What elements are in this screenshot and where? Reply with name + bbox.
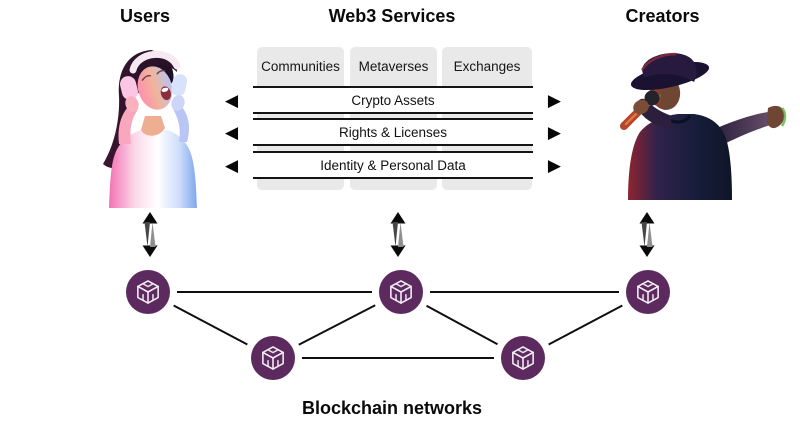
service-bar-label: Rights & Licenses [338,124,448,140]
service-bar-label: Crypto Assets [351,92,435,108]
web3-services-title: Web3 Services [328,6,456,26]
network-edge [173,304,248,346]
blockchain-networks-title: Blockchain networks [301,398,483,418]
right-arrow-icon: ▶ [547,122,561,142]
right-arrow-icon: ▶ [547,90,561,110]
left-arrow-icon: ◀ [225,90,239,110]
service-bar-row-crypto-assets: ◀ Crypto Assets ▶ [223,86,563,114]
vertical-double-arrow-icon [390,212,406,257]
network-edge [298,304,376,346]
blockchain-node [126,270,170,314]
service-bar-row-identity-data: ◀ Identity & Personal Data ▶ [223,151,563,179]
tab-exchanges: Exchanges [453,59,521,74]
blockchain-node [251,336,295,380]
blockchain-node [626,270,670,314]
creators-title: Creators [625,6,700,26]
service-bar-row-rights-licenses: ◀ Rights & Licenses ▶ [223,118,563,146]
service-bar-identity-data: Identity & Personal Data [253,151,533,179]
right-arrow-icon: ▶ [547,155,561,175]
vertical-double-arrow-icon [142,212,158,257]
users-title: Users [119,6,171,26]
service-bar-rights-licenses: Rights & Licenses [253,118,533,146]
left-arrow-icon: ◀ [225,155,239,175]
network-edge [426,304,498,346]
users-photo [103,50,197,208]
left-arrow-icon: ◀ [225,122,239,142]
tab-metaverses: Metaverses [358,59,429,74]
network-edge [548,304,623,346]
service-bar-crypto-assets: Crypto Assets [253,86,533,114]
service-bar-label: Identity & Personal Data [320,157,466,173]
tab-communities: Communities [261,59,340,74]
creators-photo [620,52,787,200]
blockchain-node [379,270,423,314]
vertical-double-arrow-icon [639,212,655,257]
blockchain-node [501,336,545,380]
